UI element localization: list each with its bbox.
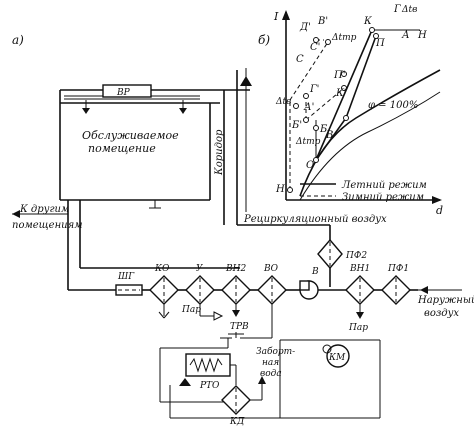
point-b: Б <box>319 124 328 135</box>
axis-i-label: I <box>273 10 279 23</box>
v-fan: В <box>299 267 319 300</box>
id-diagram-axes <box>282 10 442 204</box>
phi-100-curve <box>299 69 441 197</box>
point-g1: Г' <box>309 84 319 95</box>
svg-text:КМ: КМ <box>328 353 346 363</box>
point-g: Г <box>393 4 401 15</box>
svg-text:ВН1: ВН1 <box>349 264 370 274</box>
point-p1: П' <box>333 70 345 81</box>
to-other-rooms-line1: К другим <box>19 204 69 215</box>
panel-b-label: б) <box>258 33 270 47</box>
vn1-heater: ВН1 <box>345 264 375 319</box>
svg-text:РТО: РТО <box>199 381 220 391</box>
svg-text:КД: КД <box>229 417 245 427</box>
outdoor-air-line2: воздух <box>424 308 459 319</box>
refrigeration-circuit: ТРВ <box>159 322 381 419</box>
point-p: П <box>375 38 385 49</box>
svg-text:ТРВ: ТРВ <box>230 322 249 332</box>
svg-text:В: В <box>311 267 319 277</box>
phi-label: φ = 100% <box>368 100 418 111</box>
recirculation-air-label: Рециркуляционный воздух <box>243 214 387 225</box>
svg-text:ШГ: ШГ <box>117 272 135 282</box>
point-n1: Н' <box>275 184 287 195</box>
chilled-water-line2: ная <box>262 358 279 368</box>
room-label-line1: Обслуживаемое <box>82 129 179 142</box>
point-b1: Б' <box>291 120 302 131</box>
diagram-points <box>287 27 379 193</box>
shg-silencer: ШГ <box>115 272 143 296</box>
point-d1: Д' <box>299 22 311 33</box>
kd-condenser: КД <box>221 376 266 427</box>
point-c1: С' <box>310 42 320 53</box>
ko-filter: КО <box>149 264 179 319</box>
to-other-rooms-line2: помещениям <box>12 220 83 231</box>
summer-process-lines <box>315 29 420 161</box>
room-label-line2: помещение <box>88 142 156 155</box>
chilled-water-line1: Заборт- <box>256 346 295 357</box>
corridor-label: Коридор <box>214 129 225 176</box>
dt-v-top: Δtв <box>401 5 417 15</box>
point-v: В <box>325 130 333 141</box>
to-other-rooms-duct <box>12 210 68 218</box>
vr-supply-unit: ВР <box>82 84 187 114</box>
point-a1: А' <box>303 102 314 113</box>
vn2-heater: ВН2 <box>221 264 251 317</box>
svg-text:КО: КО <box>154 264 170 274</box>
phi-upper-curve <box>299 91 441 201</box>
point-k1: К' <box>335 88 347 99</box>
svg-text:У: У <box>196 264 204 274</box>
pf1-filter: ПФ1 <box>381 264 411 305</box>
svg-text:ВО: ВО <box>263 264 279 274</box>
steam-label-2: Пар <box>348 323 368 333</box>
legend-summer: Летний режим <box>341 180 427 191</box>
outdoor-air-inlet <box>418 286 462 294</box>
dt-mp-mid: Δtmp <box>295 137 321 147</box>
u-humidifier: У <box>185 264 224 321</box>
point-c: С <box>296 54 304 65</box>
point-k: К <box>363 16 372 27</box>
svg-text:ПФ1: ПФ1 <box>387 264 409 274</box>
point-v1: В' <box>317 16 328 27</box>
point-o: О <box>306 160 314 171</box>
point-a: А <box>401 30 410 41</box>
vo-cooler: ВО <box>257 264 287 325</box>
svg-text:ВР: ВР <box>116 88 131 98</box>
km-compressor: КМ <box>322 344 350 368</box>
legend-winter: Зимний режим <box>342 192 424 203</box>
svg-text:ПФ2: ПФ2 <box>345 251 367 261</box>
axis-d-label: d <box>436 204 443 217</box>
corridor <box>223 68 252 225</box>
dt-v-left: Δtв <box>275 97 291 107</box>
rto-heat-exchanger: РТО <box>179 353 237 391</box>
svg-text:ВН2: ВН2 <box>225 264 246 274</box>
chilled-water-line3: вода <box>260 369 282 379</box>
outdoor-air-line1: Наружный <box>417 295 474 306</box>
panel-a-label: а) <box>12 33 24 47</box>
steam-label-1: Пар <box>181 305 201 315</box>
dt-mp-top: Δtmp <box>331 33 357 43</box>
point-n: Н <box>417 30 427 41</box>
legend <box>300 183 336 197</box>
